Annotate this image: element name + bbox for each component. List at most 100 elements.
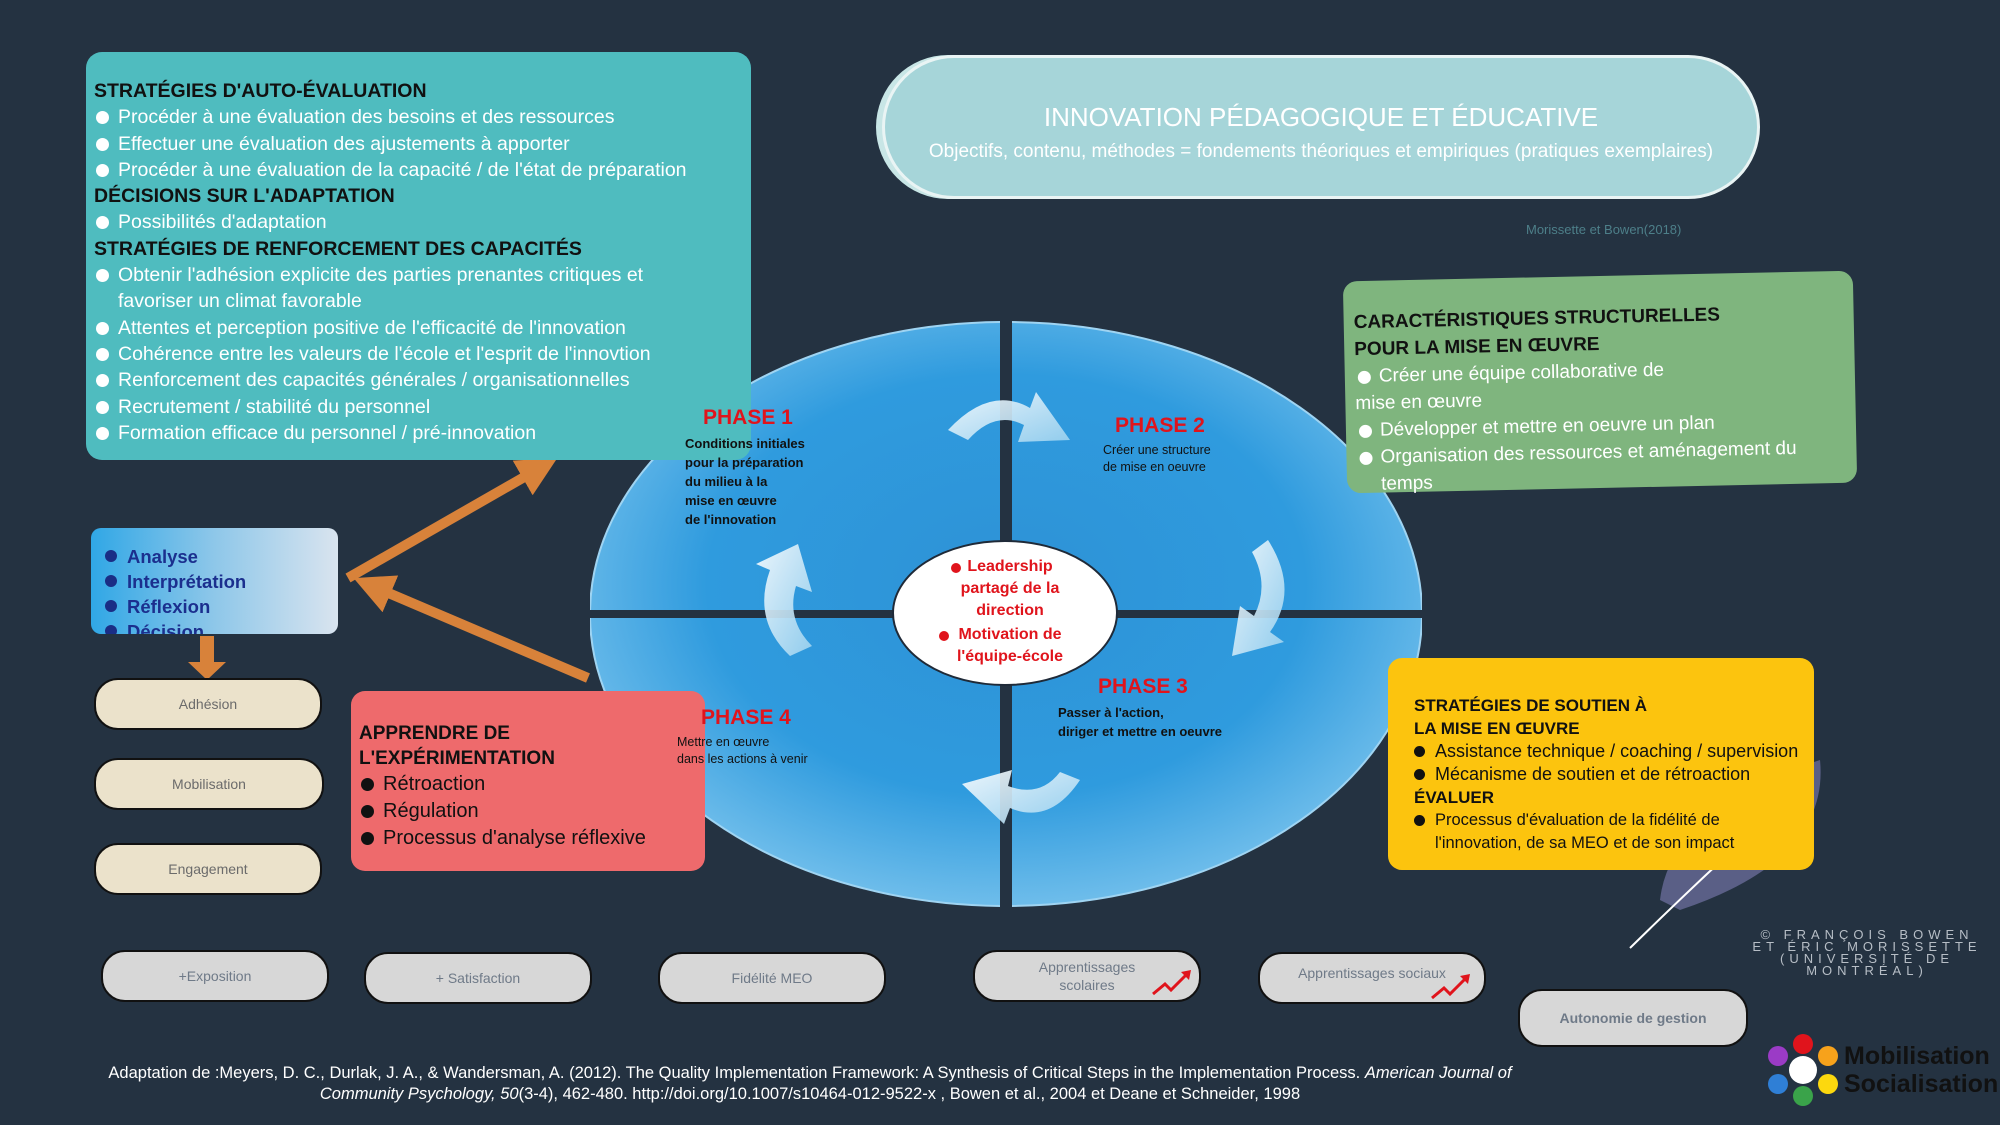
pill-satisfaction: + Satisfaction [364,952,592,1004]
logo-flower-icon [1768,1034,1838,1106]
list-item: Possibilités d'adaptation [94,209,751,235]
logo-text-2: Socialisation [1844,1070,1999,1098]
list-item: Effectuer une évaluation des ajustements… [94,131,751,157]
copyright-text: © FRANÇOIS BOWEN ET ÉRIC MORISSETTE (UNI… [1752,927,1982,978]
trend-up-icon [1152,970,1191,996]
phase-3-title: PHASE 3 [1098,675,1188,698]
list-item: Attentes et perception positive de l'eff… [94,315,751,341]
phase-1-line: mise en œuvre [685,493,777,508]
support-heading-2: LA MISE EN ŒUVRE [1414,719,1580,738]
arrow-analysis-down [188,636,226,680]
center-line: l'équipe-école [956,648,1064,665]
main-title: INNOVATION PÉDAGOGIQUE ET ÉDUCATIVE [1043,102,1599,132]
quadrant-phase-2 [1012,321,1422,610]
support-box: STRATÉGIES DE SOUTIEN À LA MISE EN ŒUVRE… [1388,658,1814,870]
list-item: Interprétation [103,569,338,594]
pill-exposition: +Exposition [101,950,329,1002]
quadrant-phase-4 [590,618,1000,907]
cycle-arrow-top [948,392,1070,442]
phase-1-line: de l'innovation [685,512,777,527]
phase-2-line: Créer une structure [1103,443,1211,457]
pill-adhesion: Adhésion [94,678,322,730]
title-pill: INNOVATION PÉDAGOGIQUE ET ÉDUCATIVE Obje… [882,55,1760,199]
bullet-dot [939,631,949,641]
phase-4: PHASE 4 Mettre en œuvre dans les actions… [677,706,877,768]
citation-rest: (3-4), 462-480. http://doi.org/10.1007/s… [518,1085,1301,1103]
list-item: Procéder à une évaluation des besoins et… [94,104,751,130]
center-line: Motivation de [958,626,1062,643]
citation-journal-2: Community Psychology, [319,1085,501,1103]
quadrant-phase-1 [590,321,1000,610]
phase-2: PHASE 2 Créer une structure de mise en o… [1103,414,1273,476]
phase-2-line: de mise en oeuvre [1103,460,1206,474]
list-item: Analyse [103,544,338,569]
list-item-continuation: favoriser un climat favorable [118,290,362,313]
phase-3-line: diriger et mettre en oeuvre [1058,724,1222,739]
quadrant-phase-3 [1012,618,1422,907]
list-item: Processus d'analyse réflexive [359,825,695,852]
support-heading: STRATÉGIES DE SOUTIEN À [1414,696,1647,715]
adaptation-heading: DÉCISIONS SUR L'ADAPTATION [94,185,395,208]
citation-journal: American Journal of [1364,1064,1512,1082]
pill-label: Apprentissages sociaux [1298,965,1446,981]
citation-text: Adaptation de :Meyers, D. C., Durlak, J.… [108,1064,1365,1082]
list-item: Cohérence entre les valeurs de l'école e… [94,341,751,367]
list-item: Procéder à une évaluation de la capacité… [94,157,751,183]
pill-apprentissages-scolaires: Apprentissages scolaires [973,950,1201,1002]
citation-volume: 50 [500,1085,519,1103]
arrow-to-analysis [353,575,590,683]
list-item: Renforcement des capacités générales / o… [94,367,751,393]
list-item: Processus d'évaluation de la fidélité de… [1414,809,1804,855]
footer-citation: Adaptation de :Meyers, D. C., Durlak, J.… [60,1063,1560,1105]
subtitle: Objectifs, contenu, méthodes = fondement… [928,141,1714,162]
list-item: Recrutement / stabilité du personnel [94,394,751,420]
analysis-box: Analyse Interprétation Réflexion Décisio… [91,528,338,634]
list-item: Décision [103,619,338,634]
trend-up-icon [1431,974,1470,1000]
capacity-heading: STRATÉGIES DE RENFORCEMENT DES CAPACITÉS [94,237,582,260]
pill-engagement: Engagement [94,843,322,895]
phase-3: PHASE 3 Passer à l'action, diriger et me… [1058,675,1278,741]
experimentation-heading: APPRENDRE DE [359,723,510,744]
center-text: Leadership partagé de la direction Motiv… [925,556,1095,668]
cycle-arrow-right [1232,540,1285,656]
experimentation-heading-2: L'EXPÉRIMENTATION [359,748,555,769]
phase-4-line: dans les actions à venir [677,752,808,766]
experimentation-box: APPRENDRE DE L'EXPÉRIMENTATION Rétroacti… [351,691,705,871]
list-item: Obtenir l'adhésion explicite des parties… [94,262,751,288]
phase-1-line: pour la préparation [685,455,804,470]
pill-fidelite: Fidélité MEO [658,952,886,1004]
cycle-arrow-bottom [962,770,1080,824]
phase-4-title: PHASE 4 [701,706,791,729]
phase-1-line: du milieu à la [685,474,768,489]
list-item: Mécanisme de soutien et de rétroaction [1414,763,1804,786]
phase-2-title: PHASE 2 [1115,414,1205,437]
pill-apprentissages-sociaux: Apprentissages sociaux [1258,952,1486,1004]
logo-text-1: Mobilisation [1844,1042,1990,1070]
list-item: Rétroaction [359,771,695,798]
center-ellipse [892,540,1118,686]
auto-evaluation-heading: STRATÉGIES D'AUTO-ÉVALUATION [94,80,427,102]
center-line: partagé de la [960,580,1060,597]
pill-mobilisation: Mobilisation [94,758,324,810]
phase-1-title: PHASE 1 [703,406,793,429]
phase-1: PHASE 1 Conditions initiales pour la pré… [685,406,855,529]
bullet-dot [951,563,961,573]
list-item: Réflexion [103,594,338,619]
list-item: Formation efficace du personnel / pré-in… [94,420,751,446]
pill-label: Apprentissages scolaires [1038,959,1136,993]
list-item: Assistance technique / coaching / superv… [1414,740,1804,763]
list-item: Organisation des ressources et aménageme… [1356,434,1843,498]
arrow-to-auto-evaluation [345,458,558,583]
structural-box: CARACTÉRISTIQUES STRUCTURELLES POUR LA M… [1342,270,1858,495]
center-line: Leadership [967,558,1053,575]
pill-autonomie: Autonomie de gestion [1518,989,1748,1047]
cycle-arrow-left [756,544,812,656]
credit-text: Morissette et Bowen(2018) [1526,222,1682,237]
phase-3-line: Passer à l'action, [1058,705,1164,720]
phase-4-line: Mettre en œuvre [677,735,770,749]
list-item: Régulation [359,798,695,825]
auto-evaluation-box: STRATÉGIES D'AUTO-ÉVALUATION Procéder à … [86,52,751,460]
